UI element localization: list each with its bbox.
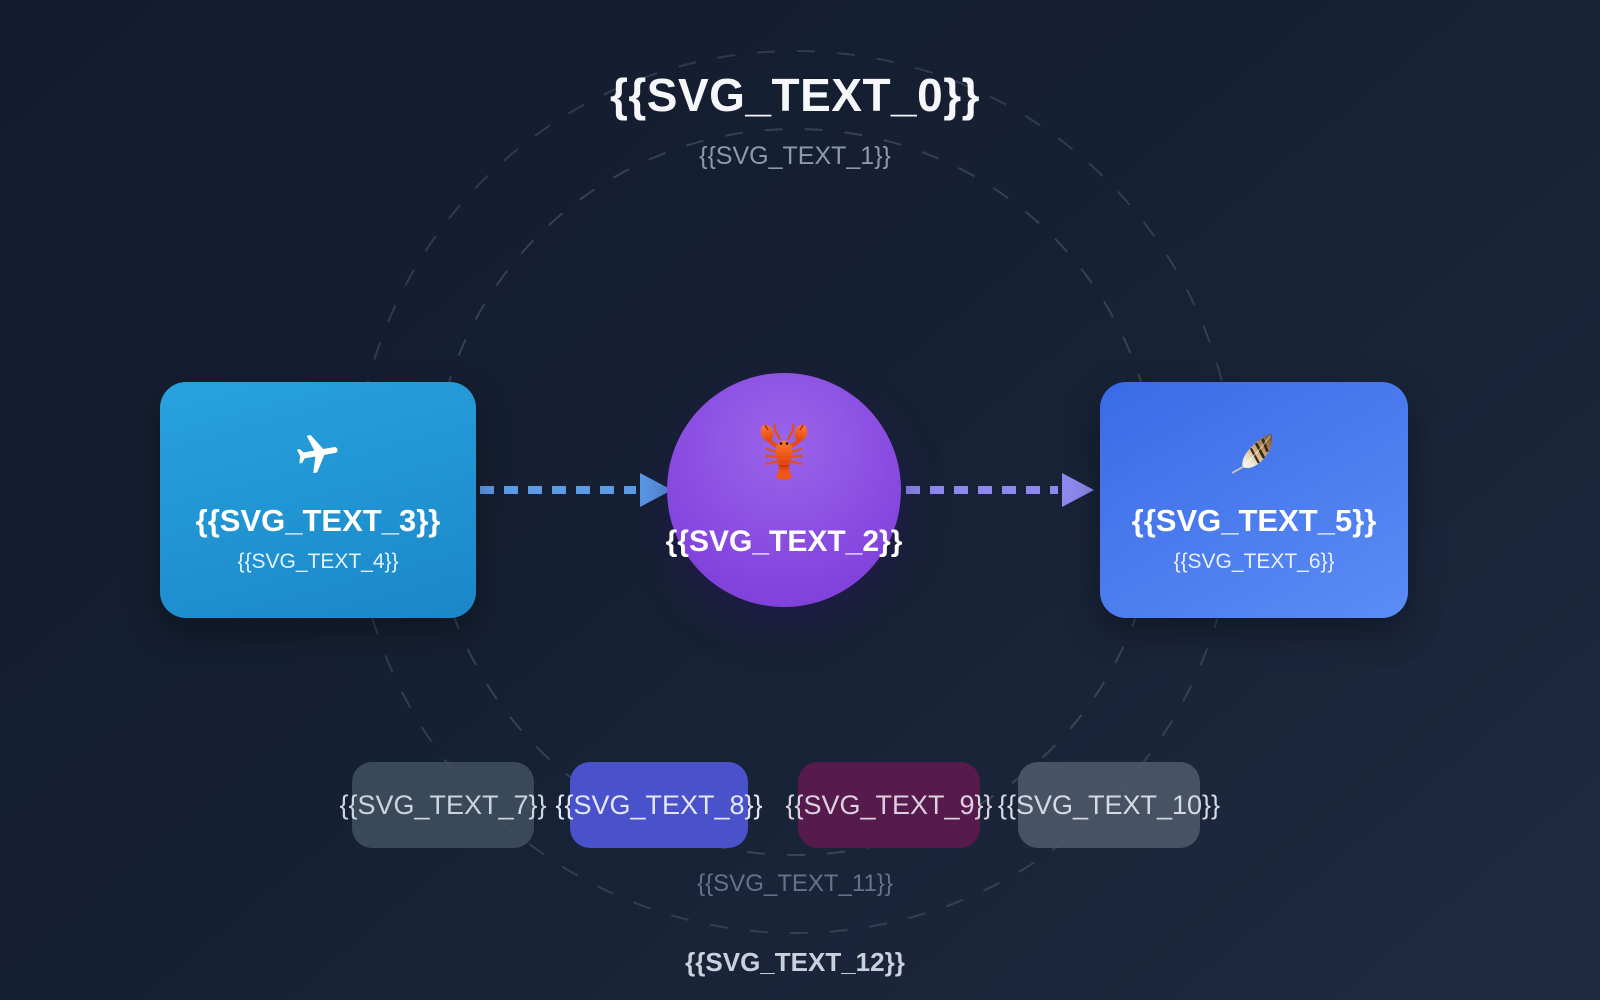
airplane-icon: [290, 426, 346, 487]
node-target: {{SVG_TEXT_5}} {{SVG_TEXT_6}}: [1100, 382, 1408, 618]
arrowhead-left-icon: [640, 473, 672, 507]
diagram-subtitle: {{SVG_TEXT_1}}: [699, 142, 891, 170]
node-center-label: {{SVG_TEXT_2}}: [665, 524, 903, 558]
node-source-label: {{SVG_TEXT_3}}: [195, 502, 441, 538]
diagram-title: {{SVG_TEXT_0}}: [609, 69, 981, 121]
node-source: {{SVG_TEXT_3}} {{SVG_TEXT_4}}: [160, 382, 476, 618]
lobster-icon: [752, 422, 816, 491]
arrowhead-right-icon: [1062, 473, 1094, 507]
tag-pill-3: {{SVG_TEXT_9}}: [785, 762, 993, 848]
flow-arrow-left: [480, 473, 672, 507]
node-source-sublabel: {{SVG_TEXT_4}}: [237, 549, 399, 573]
tag-pill-2: {{SVG_TEXT_8}}: [555, 762, 763, 848]
flow-arrow-right: [906, 473, 1094, 507]
node-center: {{SVG_TEXT_2}}: [665, 373, 903, 607]
footer-note: {{SVG_TEXT_12}}: [685, 947, 905, 977]
node-target-label: {{SVG_TEXT_5}}: [1131, 502, 1377, 538]
node-target-sublabel: {{SVG_TEXT_6}}: [1173, 549, 1335, 573]
feather-icon: [1225, 426, 1283, 489]
tag-pill-4: {{SVG_TEXT_10}}: [998, 762, 1220, 848]
tag-pill-1: {{SVG_TEXT_7}}: [339, 762, 547, 848]
footer-caption: {{SVG_TEXT_11}}: [697, 870, 893, 897]
